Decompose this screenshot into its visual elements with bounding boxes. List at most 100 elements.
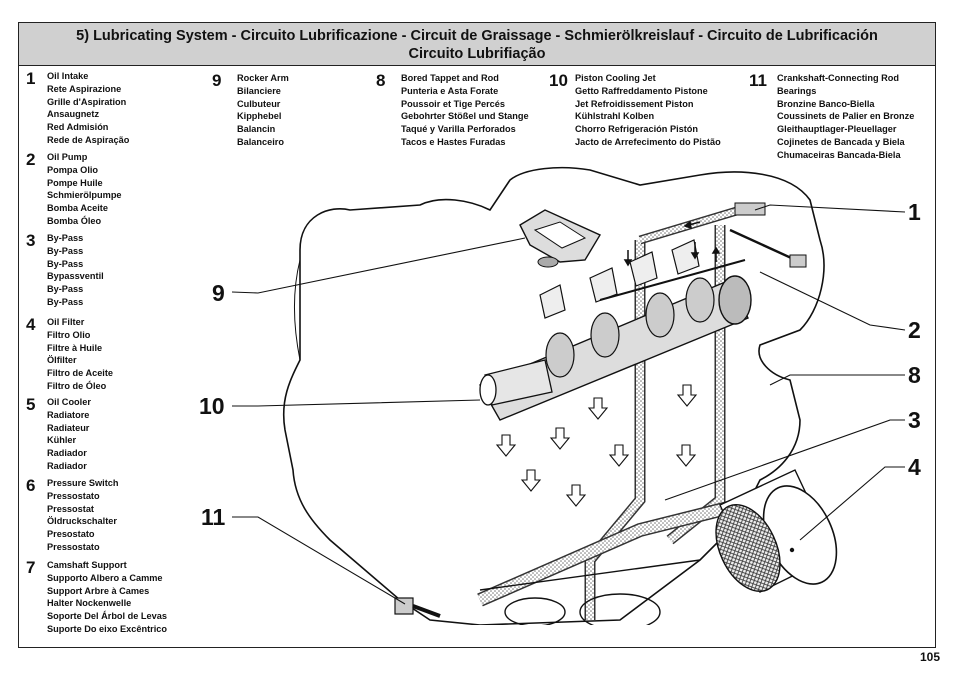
- leader-lines: [231, 204, 906, 605]
- legend-line: Camshaft Support: [47, 560, 127, 570]
- legend-line: Radiatore: [47, 409, 90, 420]
- legend-line: Radiador: [47, 460, 87, 471]
- legend-line: Bored Tappet and Rod: [401, 73, 499, 83]
- legend-line: By-Pass: [47, 284, 84, 295]
- page-number: 105: [919, 650, 940, 664]
- legend-line: Support Arbre à Cames: [47, 585, 150, 596]
- crankshaft-area: [479, 559, 701, 625]
- section-title-line-2: Circuito Lubrifiação: [408, 46, 546, 62]
- legend-line: Jet Refroidissement Piston: [575, 98, 694, 109]
- leader-2: [759, 271, 906, 331]
- legend-line: Pompa Olio: [47, 164, 99, 175]
- legend-number: 2: [26, 150, 36, 169]
- legend-number: 9: [212, 71, 222, 90]
- leader-11: [232, 516, 406, 605]
- legend-line: Kipphebel: [237, 111, 282, 122]
- legend-line: Oil Filter: [47, 317, 85, 327]
- legend-line: Bomba Aceite: [47, 203, 108, 214]
- legend-line: Supporto Albero a Camme: [47, 572, 163, 583]
- legend-line: Ölfilter: [47, 355, 77, 366]
- legend-line: Kühlstrahl Kolben: [575, 111, 655, 122]
- legend-line: By-Pass: [47, 296, 84, 307]
- section-title-bar: 5) Lubricating System - Circuito Lubrifi…: [18, 22, 936, 66]
- legend-line: Taqué y Varilla Perforados: [401, 124, 516, 135]
- leader-3: [664, 419, 905, 501]
- callout-9: 9: [212, 280, 225, 306]
- legend-line: Bronzine Banco-Biella: [777, 98, 875, 109]
- legend-line: Piston Cooling Jet: [575, 73, 656, 83]
- callout-2: 2: [908, 317, 921, 343]
- legend-line: Halter Nockenwelle: [47, 598, 132, 609]
- legend-line: Cojinetes de Bancada y Biela: [777, 136, 905, 147]
- oil-intake-pipe: [729, 202, 807, 268]
- leader-10: [232, 399, 481, 407]
- legend-number: 3: [26, 231, 36, 250]
- callout-1: 1: [908, 199, 921, 225]
- legend-number: 5: [26, 395, 36, 414]
- legend-line: By-Pass: [47, 245, 84, 256]
- flow-arrows: [623, 220, 721, 267]
- callout-11: 11: [201, 504, 226, 530]
- legend-line: Radiateur: [47, 422, 90, 433]
- filler-cap: [519, 209, 602, 268]
- leader-8: [769, 374, 905, 386]
- callout-8: 8: [908, 362, 921, 388]
- legend-line: Suporte Do eixo Excêntrico: [47, 623, 167, 634]
- legend-line: Grille d'Aspiration: [47, 96, 127, 107]
- legend-number: 10: [549, 71, 568, 90]
- legend-line: Bilanciere: [237, 85, 281, 96]
- legend-line: Pressostat: [47, 503, 94, 514]
- legend-line: Tacos e Hastes Furadas: [401, 136, 506, 147]
- legend-line: Filtro Olio: [47, 329, 91, 340]
- legend-line: Balanceiro: [237, 136, 284, 147]
- legend-line: By-Pass: [47, 258, 84, 269]
- legend-line: Öldruckschalter: [47, 516, 117, 527]
- legend-number: 1: [26, 69, 36, 88]
- bearing-bolt: [394, 597, 441, 618]
- legend-line: Rede de Aspiração: [47, 134, 130, 145]
- legend-line: Red Admisión: [47, 122, 109, 133]
- rocker-arms: [539, 239, 746, 319]
- legend-line: Gleithauptlager-Pleuellager: [777, 124, 897, 135]
- legend-line: Pompe Huile: [47, 177, 103, 188]
- legend-line: Gebohrter Stößel und Stange: [401, 111, 529, 122]
- legend-line: Bomba Óleo: [47, 215, 102, 226]
- legend-line: Coussinets de Palier en Bronze: [777, 111, 915, 122]
- leader-9: [231, 237, 526, 294]
- oil-drop-arrows: [495, 384, 698, 507]
- legend-line: Filtre à Huile: [47, 342, 103, 353]
- legend-number: 8: [376, 71, 386, 90]
- legend-line: Crankshaft-Connecting Rod: [777, 73, 899, 83]
- section-title-line-1: 5) Lubricating System - Circuito Lubrifi…: [76, 28, 878, 44]
- callout-3: 3: [908, 407, 921, 433]
- legend-line: Oil Intake: [47, 71, 89, 81]
- legend-line: Getto Raffreddamento Pistone: [575, 85, 708, 96]
- legend-number: 4: [26, 315, 36, 334]
- legend-line: Filtro de Óleo: [47, 380, 107, 391]
- legend-line: Chorro Refrigeración Pistón: [575, 124, 699, 135]
- legend-line: Poussoir et Tige Percés: [401, 98, 506, 109]
- legend-number: 6: [26, 476, 36, 495]
- legend-line: Jacto de Arrefecimento do Pistão: [575, 136, 721, 147]
- legend-line: Punteria e Asta Forate: [401, 85, 499, 96]
- callout-4: 4: [908, 454, 921, 480]
- legend-line: Filtro de Aceite: [47, 368, 114, 379]
- legend-line: By-Pass: [47, 233, 84, 243]
- legend-number: 7: [26, 558, 36, 577]
- legend-line: Balancin: [237, 124, 276, 135]
- legend-line: Pressostato: [47, 541, 100, 552]
- legend-line: Ansaugnetz: [47, 109, 100, 120]
- legend-number: 11: [749, 71, 767, 90]
- callout-10: 10: [199, 393, 225, 419]
- legend-line: Rete Aspirazione: [47, 83, 122, 94]
- legend-line: Chumaceiras Bancada-Biela: [777, 149, 901, 160]
- legend-line: Bypassventil: [47, 271, 104, 282]
- leader-4: [799, 466, 905, 541]
- legend-line: Oil Pump: [47, 152, 88, 162]
- legend-line: Soporte Del Árbol de Levas: [47, 611, 167, 622]
- engine-illustration: [282, 166, 838, 625]
- legend-line: Culbuteur: [237, 98, 281, 109]
- legend-line: Pressostato: [47, 490, 100, 501]
- legend-line: Kühler: [47, 435, 77, 446]
